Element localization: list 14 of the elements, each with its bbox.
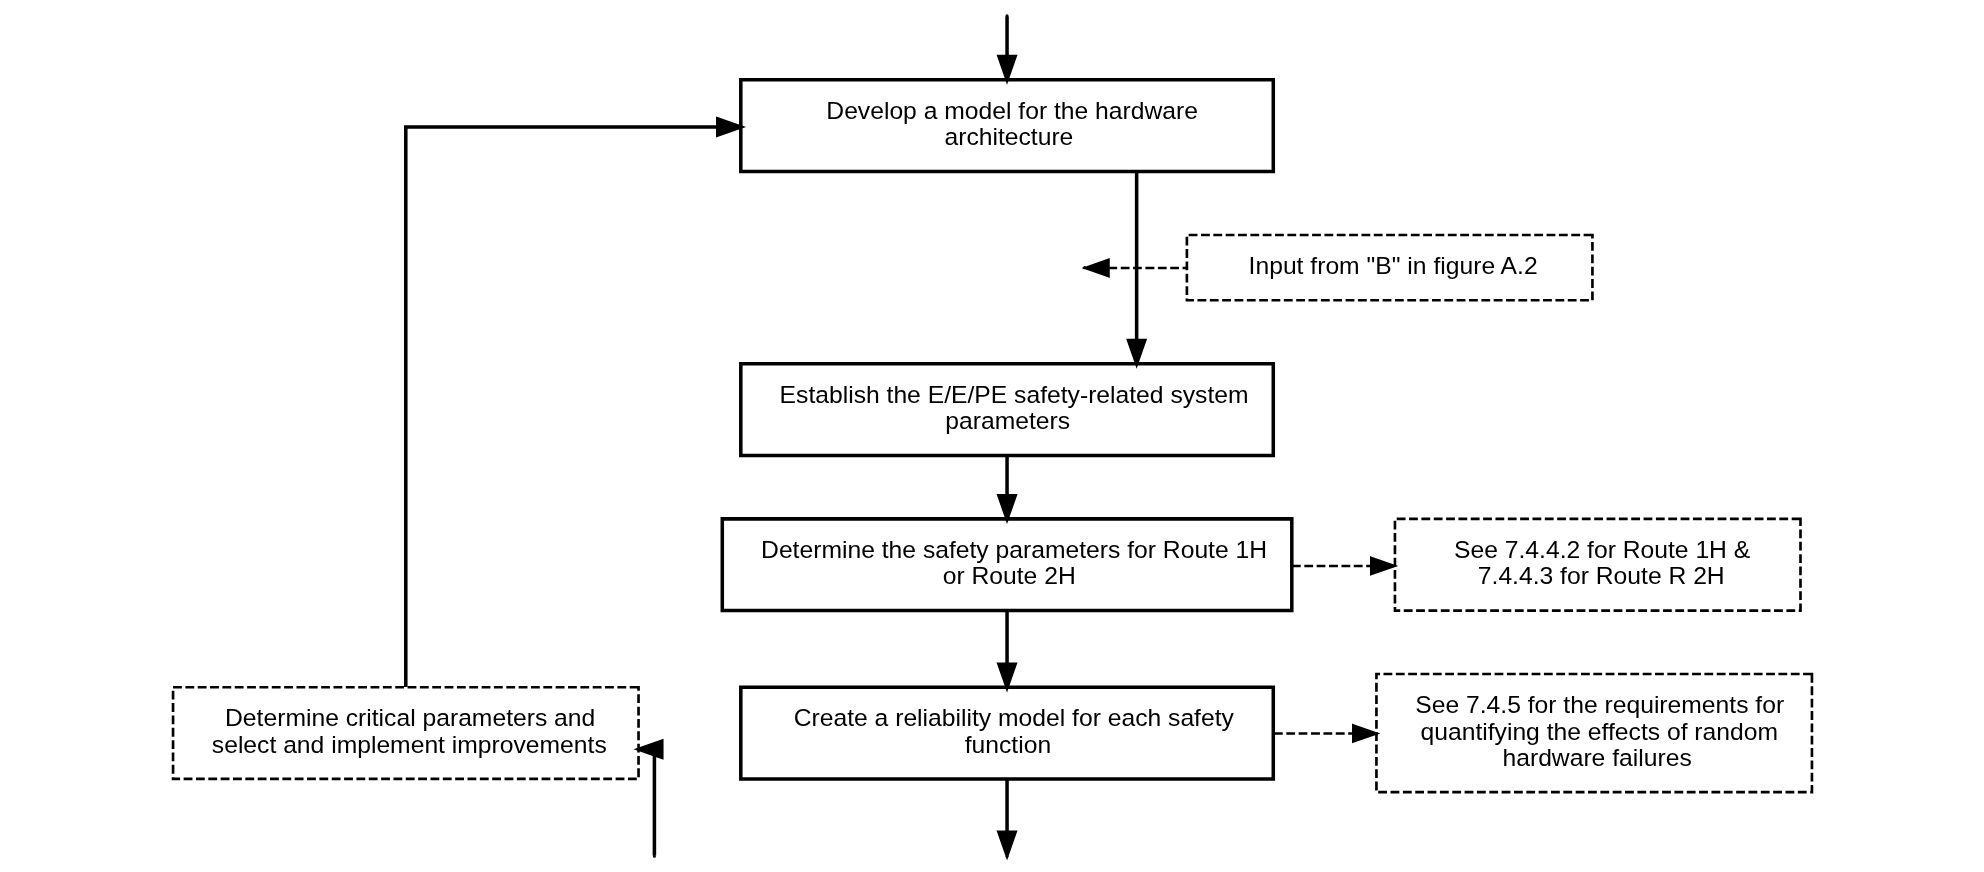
node-box: Determine the safety parameters for Route 1H or Route 2H [720, 517, 1294, 613]
node-box: Create a reliability model for each safety function [738, 685, 1275, 781]
arrow [1291, 556, 1398, 576]
arrow [1125, 171, 1147, 369]
node-box: See 7.4.5 for the requirements for quantifying the effects of random hardware failures [1374, 672, 1813, 794]
node-box: Develop a model for the hardware architecture [738, 78, 1275, 174]
arrow [403, 116, 746, 688]
arrow [996, 456, 1018, 525]
node-box: Establish the E/E/PE safety-related system parameters [738, 361, 1275, 458]
node-box: Input from "B" in figure A.2 [1185, 233, 1594, 302]
node-box: See 7.4.4.2 for Route 1H & 7.4.4.3 for Route R 2H [1393, 517, 1802, 612]
arrow [1273, 723, 1380, 744]
arrow [996, 610, 1018, 693]
node-box: Determine critical parameters and select and implement improvements [171, 685, 640, 781]
